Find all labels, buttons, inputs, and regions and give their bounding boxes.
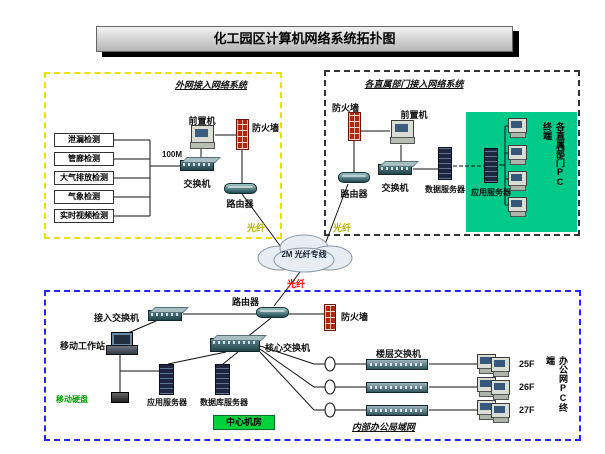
- external-switch-icon: [180, 160, 214, 171]
- floor-label-27f: 27F: [519, 405, 535, 415]
- core-switch-label: 核心交换机: [265, 343, 311, 353]
- internal-app-server-icon: [159, 364, 174, 395]
- external-firewall-icon: [236, 119, 249, 150]
- internal-firewall-label: 防火墙: [341, 312, 369, 322]
- server-room-badge: 中心机房: [213, 415, 275, 430]
- office-pc-terminal-label: 办公网PC终端: [545, 356, 568, 412]
- department-network-title: 各直属部门接入网络系统: [364, 79, 464, 89]
- department-pc-icon: [508, 197, 528, 217]
- internal-router-label: 路由器: [232, 297, 260, 307]
- access-switch-icon: [148, 310, 182, 321]
- department-app-server-icon: [484, 148, 498, 183]
- lan-label: 内部办公局域网: [352, 422, 416, 432]
- floor-switch-icon: [366, 382, 428, 393]
- floor-label-25f: 25F: [519, 359, 535, 369]
- sensor-node: 气象检测: [54, 190, 114, 204]
- data-server-icon: [438, 147, 452, 180]
- internal-firewall-icon: [324, 304, 336, 331]
- department-network-box: [324, 70, 580, 236]
- laptop-icon: [106, 332, 138, 355]
- external-firewall-label: 防火墙: [252, 123, 280, 133]
- department-fiber-label: 光纤: [333, 223, 352, 233]
- department-pc-icon: [508, 145, 528, 165]
- office-pc-icon: [491, 380, 511, 400]
- external-router-label: 路由器: [226, 199, 254, 209]
- floor-label-26f: 26F: [519, 382, 535, 392]
- department-switch-icon: [378, 164, 412, 175]
- department-switch-label: 交换机: [381, 183, 409, 193]
- department-firewall-label: 防火墙: [332, 103, 360, 113]
- department-router-label: 路由器: [340, 189, 368, 199]
- sensor-node: 大气排放检测: [54, 171, 114, 185]
- wan-fiber-label: 光纤: [287, 279, 306, 289]
- external-network-box: [44, 72, 282, 239]
- external-router-icon: [224, 183, 257, 194]
- department-app-server-label: 应用服务器: [471, 188, 511, 197]
- internal-network-box: [44, 290, 581, 441]
- mobile-workstation-label: 移动工作站: [60, 341, 106, 351]
- db-server-label: 数据库服务器: [200, 398, 248, 407]
- data-server-label: 数据服务器: [425, 185, 465, 194]
- internal-router-icon: [256, 307, 289, 318]
- department-pc-icon: [508, 118, 528, 138]
- external-frontend-label: 前置机: [188, 116, 216, 126]
- department-frontend-label: 前置机: [400, 110, 428, 120]
- sensor-node: 泄漏检测: [54, 133, 114, 147]
- mobile-disk-icon: [111, 392, 129, 403]
- core-switch-icon: [210, 338, 260, 352]
- sensor-node: 实时视频检测: [54, 209, 114, 223]
- external-switch-label: 交换机: [183, 179, 211, 189]
- wan-cloud-icon: 2M 光纤专线: [252, 232, 356, 274]
- external-frontend-pc-icon: [190, 125, 215, 149]
- floor-switch-label: 楼层交换机: [376, 349, 422, 359]
- mobile-disk-label: 移动硬盘: [56, 395, 88, 404]
- bandwidth-label: 100M: [162, 150, 183, 159]
- db-server-icon: [215, 364, 230, 395]
- sensor-node: 管廊检测: [54, 152, 114, 166]
- wan-cloud-label: 2M 光纤专线: [281, 250, 327, 259]
- access-switch-label: 接入交换机: [94, 313, 140, 323]
- external-fiber-label: 光纤: [247, 223, 266, 233]
- office-pc-icon: [477, 377, 497, 397]
- office-pc-icon: [477, 354, 497, 374]
- floor-switch-icon: [366, 405, 428, 416]
- office-pc-icon: [477, 400, 497, 420]
- department-frontend-pc-icon: [390, 120, 415, 144]
- department-pc-terminal-label: 各直属部门PC终端: [542, 122, 565, 187]
- internal-app-server-label: 应用服务器: [147, 398, 187, 407]
- office-pc-icon: [491, 403, 511, 423]
- department-router-icon: [338, 172, 370, 183]
- page-title: 化工园区计算机网络系统拓扑图: [96, 26, 513, 52]
- department-firewall-icon: [348, 112, 361, 141]
- floor-switch-icon: [366, 359, 428, 370]
- department-pc-icon: [508, 171, 528, 191]
- office-pc-icon: [491, 357, 511, 377]
- external-network-title: 外网接入网络系统: [174, 80, 247, 90]
